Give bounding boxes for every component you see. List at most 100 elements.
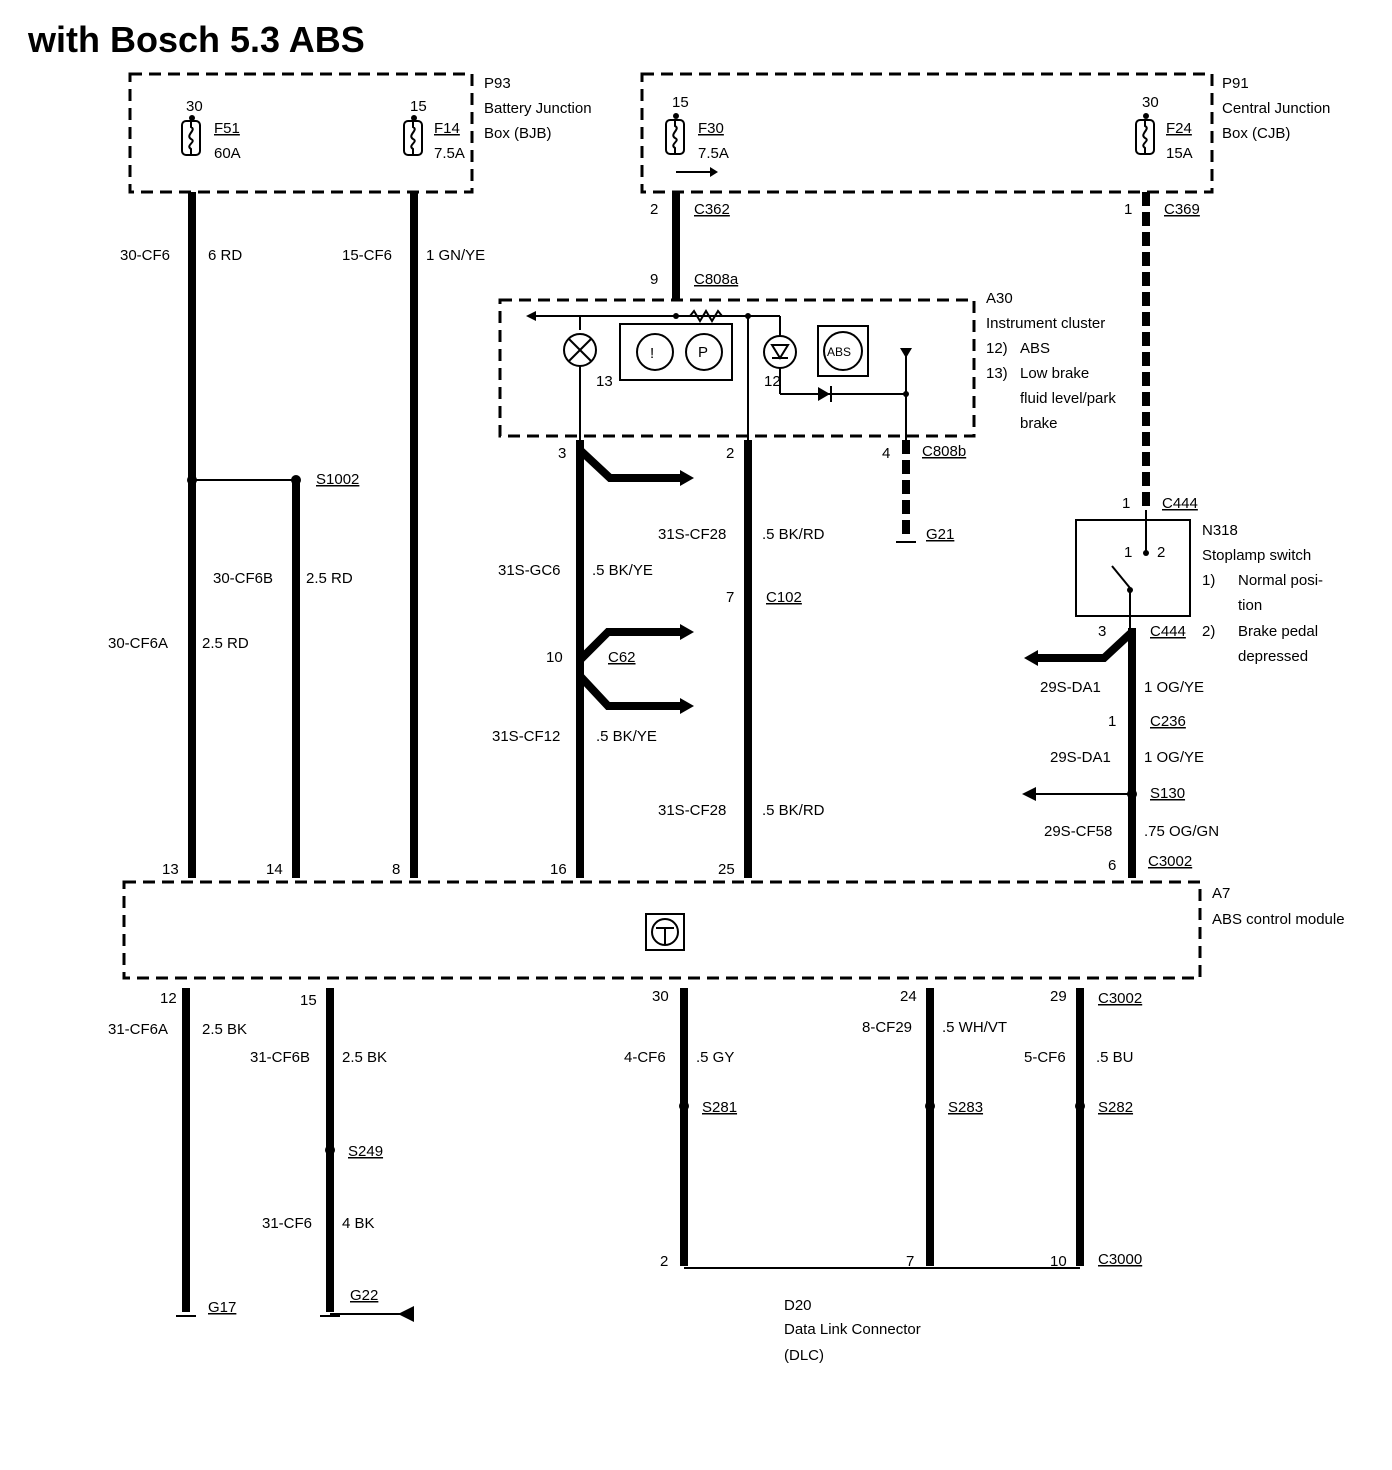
svg-text:Data Link Connector: Data Link Connector [784,1321,921,1338]
battery-junction-box: P93 Battery Junction Box (BJB) 30 F51 60… [128,72,592,194]
svg-text:1 GN/YE: 1 GN/YE [426,247,485,264]
svg-text:13): 13) [986,365,1008,382]
svg-text:.5 GY: .5 GY [696,1049,734,1066]
svg-text:C369: C369 [1164,201,1200,218]
svg-text:31S-CF28: 31S-CF28 [658,802,726,819]
wire-31s-gc6: 3 31S-GC6 .5 BK/YE 10 C62 31S-CF12 .5 BK… [492,440,694,878]
svg-text:C444: C444 [1162,495,1198,512]
fuse-f51: 30 F51 60A [181,98,241,162]
svg-text:2.5 RD: 2.5 RD [306,570,353,587]
a30-id: A30 [986,290,1013,307]
svg-text:C3002: C3002 [1098,990,1142,1007]
svg-text:3: 3 [1098,623,1106,640]
svg-text:N318: N318 [1202,522,1238,539]
instrument-cluster: A30 Instrument cluster 12) ABS 13) Low b… [498,290,1116,440]
svg-text:A7: A7 [1212,885,1230,902]
svg-text:29S-CF58: 29S-CF58 [1044,823,1112,840]
diagram-title: with Bosch 5.3 ABS [27,19,365,60]
wire-8-cf29: 8-CF29 .5 WH/VT S283 7 [862,988,1007,1270]
svg-text:7: 7 [726,589,734,606]
svg-text:2): 2) [1202,623,1215,640]
svg-text:.5 BU: .5 BU [1096,1049,1134,1066]
svg-text:2: 2 [660,1253,668,1270]
svg-text:F14: F14 [434,120,460,137]
wire-15-cf6: 15-CF6 1 GN/YE [342,192,485,878]
svg-text:60A: 60A [214,145,241,162]
svg-text:C3000: C3000 [1098,1251,1142,1268]
svg-text:12): 12) [986,340,1008,357]
svg-text:C102: C102 [766,589,802,606]
abs-control-module: A7 ABS control module 13 14 8 16 25 12 1… [122,861,1345,1009]
svg-text:31-CF6B: 31-CF6B [250,1049,310,1066]
svg-text:ABS control module: ABS control module [1212,911,1345,928]
svg-text:Stoplamp switch: Stoplamp switch [1202,547,1311,564]
svg-text:Brake pedal: Brake pedal [1238,623,1318,640]
svg-text:ABS: ABS [1020,340,1050,357]
splice-s1002: S1002 30-CF6B 2.5 RD [187,471,359,878]
svg-text:15: 15 [410,98,427,115]
svg-text:2.5 BK: 2.5 BK [202,1021,247,1038]
svg-text:29: 29 [1050,988,1067,1005]
data-link-connector: D20 Data Link Connector (DLC) [684,1267,1080,1364]
p91-id: P91 [1222,75,1249,92]
fuse-f14: 15 F14 7.5A [403,98,465,162]
svg-text:C444: C444 [1150,623,1186,640]
svg-text:2: 2 [650,201,658,218]
svg-text:15-CF6: 15-CF6 [342,247,392,264]
svg-text:30-CF6A: 30-CF6A [108,635,168,652]
ground-g22: 31-CF6B 2.5 BK S249 31-CF6 4 BK G22 [250,988,414,1322]
svg-text:15A: 15A [1166,145,1193,162]
svg-text:C3002: C3002 [1148,853,1192,870]
svg-text:10: 10 [1050,1253,1067,1270]
svg-text:C362: C362 [694,201,730,218]
svg-text:tion: tion [1238,597,1262,614]
p93-line1: Battery Junction [484,100,592,117]
svg-text:15: 15 [300,992,317,1009]
svg-text:9: 9 [650,271,658,288]
svg-text:P: P [698,344,708,361]
svg-text:4-CF6: 4-CF6 [624,1049,666,1066]
svg-text:12: 12 [160,990,177,1007]
svg-text:2: 2 [1157,544,1165,561]
wire-29s-da1: 3 C444 29S-DA1 1 OG/YE 1 C236 29S-DA1 1 … [1022,623,1219,878]
wire-4-cf6: 4-CF6 .5 GY S281 2 [624,988,737,1270]
svg-text:.5 BK/YE: .5 BK/YE [596,728,657,745]
svg-text:15: 15 [672,94,689,111]
svg-text:6 RD: 6 RD [208,247,242,264]
svg-text:30: 30 [652,988,669,1005]
svg-text:1 OG/YE: 1 OG/YE [1144,749,1204,766]
svg-text:.5 BK/RD: .5 BK/RD [762,526,825,543]
central-junction-box: P91 Central Junction Box (CJB) 15 F30 7.… [640,72,1330,194]
wire-c362-c808a: 2 C362 9 C808a [650,192,739,300]
wire-31s-cf28: 2 31S-CF28 .5 BK/RD 7 C102 31S-CF28 .5 B… [658,440,825,878]
svg-text:F30: F30 [698,120,724,137]
wire-c369: 1 C369 1 C444 [1122,192,1200,512]
svg-text:1: 1 [1122,495,1130,512]
p93-line2: Box (BJB) [484,125,552,142]
svg-text:G21: G21 [926,526,954,543]
svg-text:29S-DA1: 29S-DA1 [1040,679,1101,696]
svg-text:3: 3 [558,445,566,462]
svg-text:Normal posi-: Normal posi- [1238,572,1323,589]
svg-text:S281: S281 [702,1099,737,1116]
svg-text:31S-CF28: 31S-CF28 [658,526,726,543]
svg-text:F51: F51 [214,120,240,137]
svg-text:2.5 RD: 2.5 RD [202,635,249,652]
svg-text:(DLC): (DLC) [784,1347,824,1364]
svg-text:G22: G22 [350,1287,378,1304]
svg-text:.75 OG/GN: .75 OG/GN [1144,823,1219,840]
fuse-f24: 30 F24 15A [1135,94,1193,162]
svg-text:31S-CF12: 31S-CF12 [492,728,560,745]
svg-text:brake: brake [1020,415,1058,432]
abs-module-icon [651,918,679,946]
svg-text:.5 BK/RD: .5 BK/RD [762,802,825,819]
svg-text:S249: S249 [348,1143,383,1160]
svg-text:C236: C236 [1150,713,1186,730]
svg-text:!: ! [650,345,654,362]
svg-text:1): 1) [1202,572,1215,589]
svg-text:30: 30 [186,98,203,115]
p93-id: P93 [484,75,511,92]
svg-text:10: 10 [546,649,563,666]
wire-30-cf6: 30-CF6 6 RD 30-CF6A 2.5 RD [108,192,249,878]
